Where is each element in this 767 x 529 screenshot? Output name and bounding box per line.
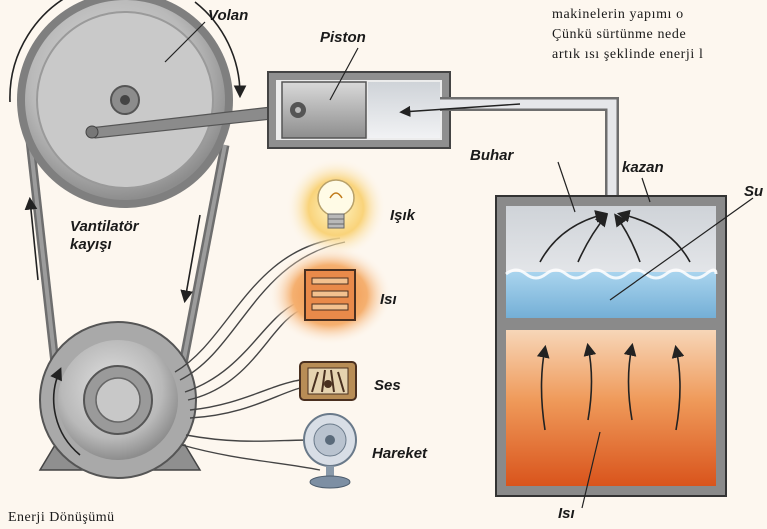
water-label: Su [744,184,763,199]
fan-belt-label-text: Vantilatör kayışı [70,218,174,254]
light-label: Işık [390,208,415,223]
sound-label: Ses [374,378,401,393]
body-text-line-3: artık ısı şeklinde enerji l [552,46,704,64]
piston [282,82,366,138]
boiler [496,196,726,496]
heat-source-label: Isı [558,506,575,521]
flywheel-label: Volan [208,8,248,23]
fan-icon [304,414,356,488]
flywheel [17,0,233,208]
fan-belt-label: Vantilatör kayışı [70,218,174,254]
generator [40,322,200,478]
body-text-line-1: makinelerin yapımı o [552,6,684,24]
radio-icon [300,362,356,400]
steam-label: Buhar [470,148,513,163]
body-text-line-2: Çünkü sürtünme nede [552,26,686,44]
boiler-label: kazan [622,160,664,175]
heat-device-label: Isı [380,292,397,307]
motion-label: Hareket [372,446,427,461]
heater-icon [305,270,355,320]
piston-label: Piston [320,30,366,45]
caption: Enerji Dönüşümü [8,509,115,527]
